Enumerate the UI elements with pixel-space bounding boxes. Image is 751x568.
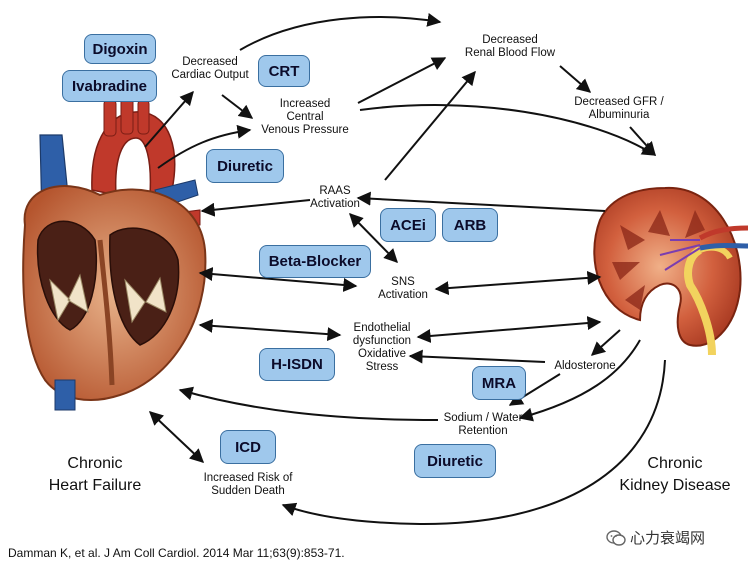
endothelial-dysfunction-label: Endothelial dysfunction Oxidative Stress (352, 322, 412, 373)
wechat-icon (606, 529, 626, 546)
aldosterone-label: Aldosterone (554, 360, 616, 372)
sodium-water-retention-label: Sodium / Water Retention (443, 412, 523, 437)
icd-box: ICD (220, 430, 276, 464)
acei-box: ACEi (380, 208, 436, 242)
watermark-text: 心力衰竭网 (630, 530, 706, 547)
ivabradine-box: Ivabradine (62, 70, 157, 102)
digoxin-box: Digoxin (84, 34, 156, 64)
diuretic-bottom-box: Diuretic (414, 444, 496, 478)
citation: Damman K, et al. J Am Coll Cardiol. 2014… (8, 546, 345, 560)
raas-activation-label: RAAS Activation (310, 185, 360, 210)
h-isdn-box: H-ISDN (259, 348, 335, 381)
kidney-illustration (593, 186, 749, 356)
chronic-kidney-disease-label: Chronic Kidney Disease (619, 455, 731, 494)
watermark: 心力衰竭网 (606, 527, 705, 548)
mra-box: MRA (472, 366, 526, 400)
decreased-renal-blood-flow-label: Decreased Renal Blood Flow (464, 34, 556, 59)
increased-cvp-label: Increased Central Venous Pressure (261, 98, 349, 136)
sns-activation-label: SNS Activation (378, 276, 428, 301)
beta-blocker-box: Beta-Blocker (259, 245, 371, 278)
crt-box: CRT (258, 55, 310, 87)
sudden-death-label: Increased Risk of Sudden Death (203, 472, 293, 497)
diuretic-top-box: Diuretic (206, 149, 284, 183)
chronic-heart-failure-label: Chronic Heart Failure (48, 455, 142, 494)
decreased-cardiac-output-label: Decreased Cardiac Output (171, 56, 249, 81)
heart-illustration (22, 93, 207, 411)
arb-box: ARB (442, 208, 498, 242)
decreased-gfr-label: Decreased GFR / Albuminuria (574, 96, 664, 121)
arrow-layer (144, 13, 666, 526)
